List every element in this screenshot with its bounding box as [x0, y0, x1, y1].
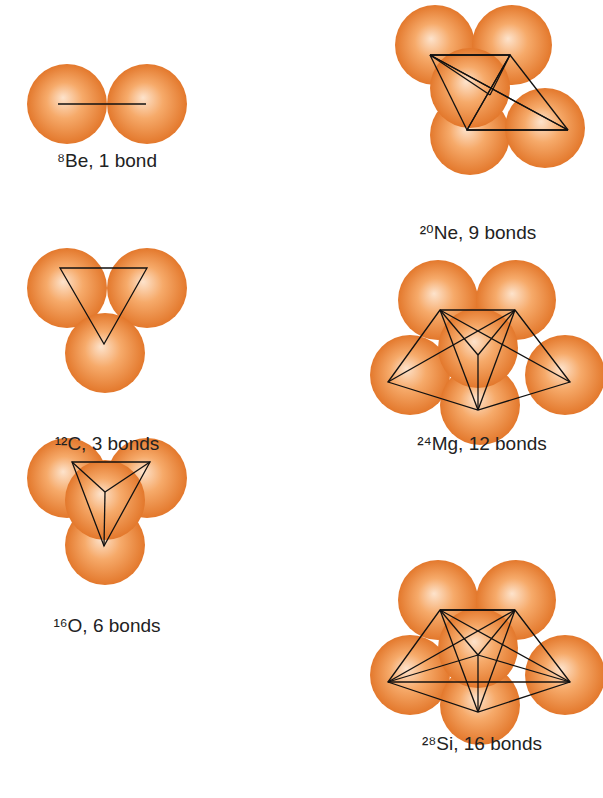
nucleus-caption: ²⁰Ne, 9 bonds: [420, 222, 536, 245]
nucleus-caption: ¹⁶O, 6 bonds: [53, 615, 160, 638]
nucleus-caption: ¹²C, 3 bonds: [55, 433, 160, 456]
nucleus-caption: ⁸Be, 1 bond: [57, 150, 157, 173]
bond-lines: [58, 55, 570, 712]
alpha-spheres: [27, 5, 603, 745]
nucleus-caption: ²⁴Mg, 12 bonds: [417, 433, 547, 456]
nucleus-caption: ²⁸Si, 16 bonds: [422, 733, 542, 756]
